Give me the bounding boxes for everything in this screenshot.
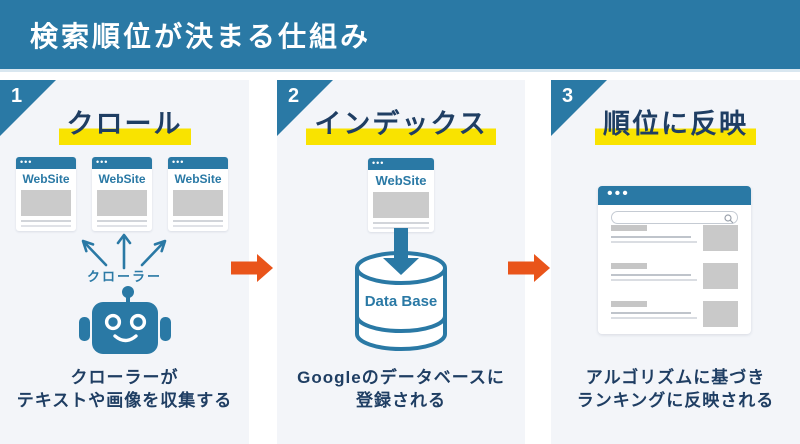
website-card-label: WebSite xyxy=(98,172,146,186)
step-corner-triangle xyxy=(0,80,56,136)
database-icon: Data Base xyxy=(355,228,447,351)
result-title-placeholder xyxy=(611,225,647,231)
crawler-robot-icon xyxy=(78,286,171,354)
text-line-placeholder xyxy=(611,236,691,238)
search-result-item xyxy=(611,225,738,255)
step-number: 1 xyxy=(11,85,23,107)
text-line-placeholder xyxy=(611,317,697,319)
header-bar: 検索順位が決まる仕組み xyxy=(0,0,800,72)
window-dots-icon: ••• xyxy=(92,157,152,169)
flow-arrow-icon xyxy=(508,254,550,282)
crawl-arrows-icon xyxy=(81,233,167,270)
website-card-label: WebSite xyxy=(22,172,70,186)
image-placeholder xyxy=(373,192,429,218)
website-card: ••• WebSite xyxy=(368,158,434,232)
website-card: ••• WebSite xyxy=(168,157,228,231)
text-line-placeholder xyxy=(611,279,697,281)
window-dots-icon: ••• xyxy=(368,158,434,170)
text-line-placeholder xyxy=(21,225,71,227)
caption-line: テキストや画像を収集する xyxy=(16,391,233,411)
website-card: ••• WebSite xyxy=(92,157,152,231)
text-line-placeholder xyxy=(373,222,429,224)
window-dots-icon: ••• xyxy=(598,186,751,205)
caption-line: クローラーが xyxy=(70,368,179,387)
text-line-placeholder xyxy=(611,241,697,243)
panel-caption: クローラーが テキストや画像を収集する xyxy=(0,366,249,413)
result-title-placeholder xyxy=(611,301,647,307)
window-dots-icon: ••• xyxy=(168,157,228,169)
text-line-placeholder xyxy=(611,312,691,314)
panel-title-index: インデックス xyxy=(306,102,496,145)
panel-ranking: 3 順位に反映 ••• xyxy=(551,80,800,444)
caption-line: 登録される xyxy=(356,391,446,411)
search-input xyxy=(611,211,738,224)
text-line-placeholder xyxy=(97,225,147,227)
search-icon xyxy=(724,214,734,224)
image-placeholder xyxy=(173,190,223,216)
crawler-label: クローラー xyxy=(86,269,162,284)
step-number: 2 xyxy=(288,85,300,107)
result-title-placeholder xyxy=(611,263,647,269)
down-arrow-icon xyxy=(383,228,419,275)
search-result-item xyxy=(611,301,738,331)
panel-title-ranking: 順位に反映 xyxy=(595,102,756,145)
panel-caption: アルゴリズムに基づき ランキングに反映される xyxy=(551,366,800,413)
result-thumbnail xyxy=(703,263,738,289)
panel-caption: Googleのデータベースに 登録される xyxy=(277,366,525,413)
database-label: Data Base xyxy=(365,293,438,310)
text-line-placeholder xyxy=(97,220,147,222)
text-line-placeholder xyxy=(173,220,223,222)
caption-line: アルゴリズムに基づき xyxy=(585,368,766,387)
panel-title-crawl: クロール xyxy=(58,102,191,145)
page-title: 検索順位が決まる仕組み xyxy=(30,20,372,52)
step-number: 3 xyxy=(562,85,574,107)
caption-line: ランキングに反映される xyxy=(576,391,775,411)
website-card-label: WebSite xyxy=(375,173,427,188)
image-placeholder xyxy=(21,190,71,216)
website-card: ••• WebSite xyxy=(16,157,76,231)
search-result-item xyxy=(611,263,738,293)
result-thumbnail xyxy=(703,225,738,251)
flow-arrow-icon xyxy=(231,254,273,282)
text-line-placeholder xyxy=(21,220,71,222)
search-results-window: ••• xyxy=(598,186,751,334)
result-thumbnail xyxy=(703,301,738,327)
text-line-placeholder xyxy=(611,274,691,276)
panel-crawl: 1 クロール ••• WebSite ••• WebSite ••• WebSi… xyxy=(0,80,249,444)
text-line-placeholder xyxy=(173,225,223,227)
window-dots-icon: ••• xyxy=(16,157,76,169)
website-card-label: WebSite xyxy=(174,172,222,186)
panel-index: 2 インデックス ••• WebSite Data Base Googleのデー… xyxy=(277,80,525,444)
caption-line: Googleのデータベースに xyxy=(297,368,505,387)
image-placeholder xyxy=(97,190,147,216)
